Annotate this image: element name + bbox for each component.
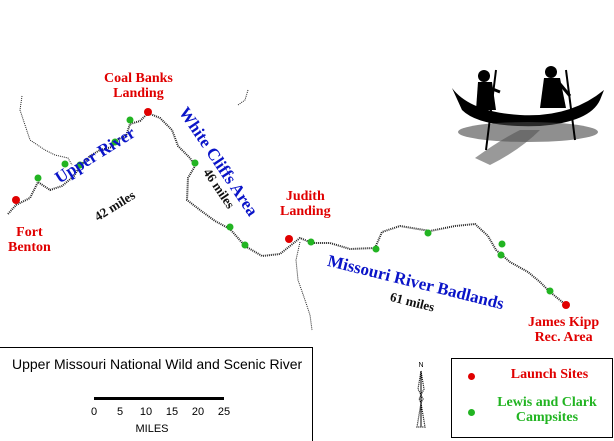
missouri-river	[7, 111, 567, 306]
scale-bar	[94, 397, 224, 400]
label-line: Judith	[285, 189, 325, 204]
launch-markers	[12, 108, 570, 309]
map-title: Upper Missouri National Wild and Scenic …	[12, 356, 303, 372]
scale-tick: 25	[217, 406, 231, 418]
scale-tick: 5	[116, 406, 124, 418]
scale-tick: 20	[191, 406, 205, 418]
campsite-marker	[372, 245, 380, 253]
marias-tributary	[19, 95, 73, 166]
launch-site-legend-icon	[468, 373, 475, 380]
campsite-marker	[498, 240, 506, 248]
campsite-marker	[34, 174, 42, 182]
campsite-marker	[126, 116, 134, 124]
label-fort-benton: Fort Benton	[8, 225, 51, 255]
campsite-marker	[241, 241, 249, 249]
legend-campsites: Lewis and Clark Campsites	[482, 395, 612, 426]
launch-marker-coal-banks	[144, 108, 152, 116]
campsite-marker	[61, 160, 69, 168]
label-line: Coal Banks	[104, 71, 173, 86]
label-line: James Kipp	[528, 315, 600, 330]
label-line: Landing	[280, 203, 331, 219]
legend-line: Campsites	[515, 410, 579, 426]
label-james-kipp: James Kipp Rec. Area	[528, 315, 600, 345]
arrow-creek	[237, 89, 249, 106]
label-line: Fort	[16, 225, 43, 240]
north-arrow-icon: N	[414, 362, 428, 432]
campsite-marker	[191, 159, 199, 167]
label-line: Benton	[8, 239, 51, 255]
campsite-marker	[546, 287, 554, 295]
scale-tick: 15	[165, 406, 179, 418]
label-coal-banks-landing: Coal Banks Landing	[104, 71, 173, 101]
canoe-illustration	[452, 66, 604, 165]
label-judith-landing: Judith Landing	[280, 189, 331, 219]
scale-tick: 10	[139, 406, 153, 418]
campsite-markers	[34, 116, 554, 295]
launch-marker-james-kipp	[562, 301, 570, 309]
campsite-marker	[226, 223, 234, 231]
judith-river	[295, 241, 313, 331]
legend-line: Lewis and Clark	[497, 395, 597, 410]
campsite-marker	[424, 229, 432, 237]
campsite-marker	[76, 161, 84, 169]
launch-marker-fort-benton	[12, 196, 20, 204]
campsite-marker	[497, 251, 505, 259]
campsite-marker	[111, 138, 119, 146]
north-arrow-shape	[416, 370, 426, 428]
label-line: Landing	[113, 85, 164, 101]
title-box: Upper Missouri National Wild and Scenic …	[0, 347, 313, 441]
launch-marker-judith	[285, 235, 293, 243]
scale-tick: 0	[90, 406, 98, 418]
legend: Launch Sites Lewis and Clark Campsites	[451, 358, 613, 438]
scale-unit: MILES	[135, 423, 169, 435]
legend-launch-sites: Launch Sites	[510, 367, 589, 382]
campsite-marker	[307, 238, 315, 246]
label-line: Rec. Area	[534, 329, 593, 345]
north-letter: N	[418, 362, 424, 369]
campsite-legend-icon	[468, 409, 475, 416]
